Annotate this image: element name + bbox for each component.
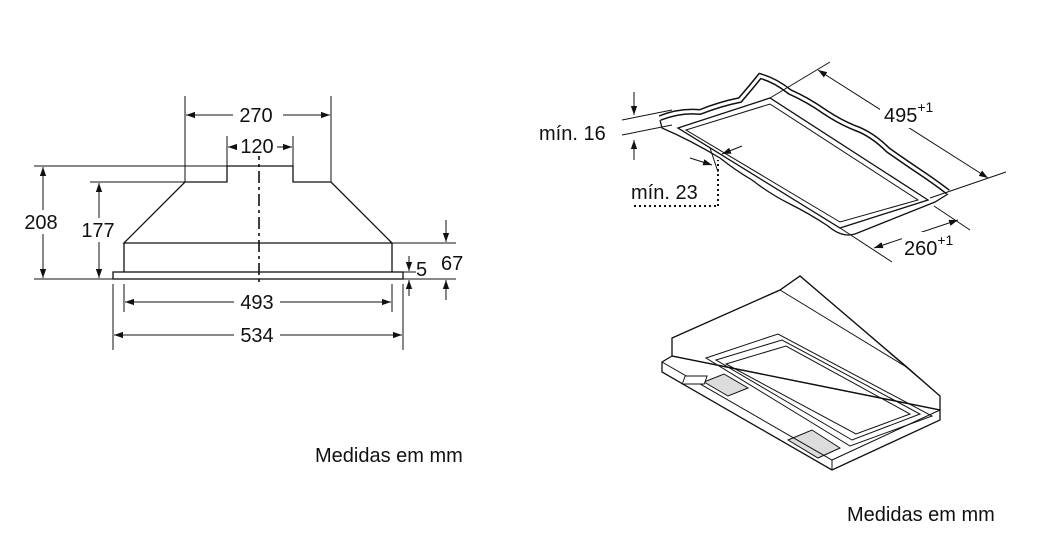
dim-177: 177 <box>81 220 114 242</box>
caption-left: Medidas em mm <box>315 445 463 467</box>
cutout-opening <box>676 97 930 229</box>
dim-120: 120 <box>240 136 273 158</box>
dim-534: 534 <box>240 325 273 347</box>
cabinet-edge-lower <box>659 119 949 236</box>
filter-panel <box>704 333 934 447</box>
hood-base-plate <box>661 355 941 471</box>
hood-isometric <box>661 275 941 471</box>
caption-right: Medidas em mm <box>847 504 995 526</box>
dim-260: 260+1 <box>904 232 954 260</box>
cutout-view: mín. 16 mín. 23 495+1 260+1 <box>539 61 1007 263</box>
hood-housing <box>671 275 941 411</box>
dim-67: 67 <box>441 253 463 275</box>
dim-min-23: mín. 23 <box>631 182 698 204</box>
grip-left <box>702 373 750 397</box>
grip-right <box>786 429 842 459</box>
dim-495-tolerance: +1 <box>917 99 933 115</box>
dim-min-16: mín. 16 <box>539 123 606 145</box>
dim-260-tolerance: +1 <box>937 232 953 248</box>
dim-5: 5 <box>416 259 427 281</box>
hood-base-frame <box>112 271 404 280</box>
front-view: 270 120 208 177 493 534 5 <box>20 96 463 350</box>
dim-270: 270 <box>239 105 272 127</box>
dim-495: 495+1 <box>884 99 934 127</box>
dim-493: 493 <box>240 292 273 314</box>
dim-208: 208 <box>24 212 57 234</box>
control-panel <box>681 375 708 385</box>
cabinet-edge <box>658 72 950 195</box>
hood-body-outline <box>122 165 394 244</box>
